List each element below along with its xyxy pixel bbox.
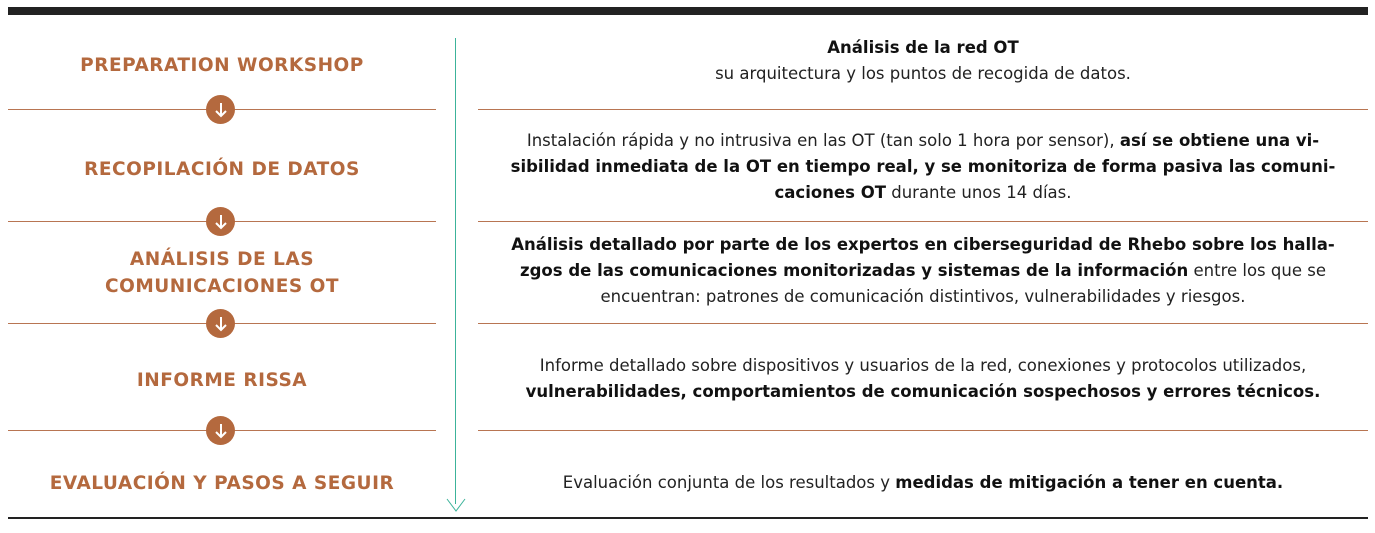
step-label-analisis: ANÁLISIS DE LAS COMUNICACIONES OT [8, 246, 436, 300]
step-desc-text: su arquitectura y los puntos de recogida… [715, 64, 1131, 83]
step-desc-preparation: Análisis de la red OT su arquitectura y … [478, 35, 1368, 87]
step-desc-bold: medidas de mitigación a tener en cuenta. [895, 473, 1284, 492]
step-desc-text: encuentran: patrones de comunicación dis… [600, 287, 1246, 306]
step-desc-bold: sibilidad inmediata de la OT en tiempo r… [510, 157, 1336, 176]
right-divider [478, 109, 1368, 110]
step-desc-bold: vulnerabilidades, comportamientos de com… [525, 382, 1321, 401]
bottom-rule [8, 517, 1368, 519]
step-desc-recopilacion: Instalación rápida y no intrusiva en las… [478, 128, 1368, 206]
step-label-recopilacion: RECOPILACIÓN DE DATOS [84, 159, 360, 180]
step-desc-text: entre los que se [1193, 261, 1326, 280]
step-desc-bold: zgos de las comunicaciones monitorizadas… [520, 261, 1189, 280]
step-desc-bold: caciones OT [774, 183, 886, 202]
arrow-down-icon [206, 309, 235, 338]
step-label-preparation: PREPARATION WORKSHOP [80, 55, 364, 76]
top-rule [8, 7, 1368, 15]
step-desc-text: Evaluación conjunta de los resultados y [562, 473, 891, 492]
timeline-line [455, 38, 456, 504]
step-label-analisis-line1: ANÁLISIS DE LAS [129, 249, 315, 270]
step-desc-bold: Análisis detallado por parte de los expe… [511, 235, 1335, 254]
step-desc-informe: Informe detallado sobre dispositivos y u… [478, 353, 1368, 405]
arrow-down-icon [206, 416, 235, 445]
right-divider [478, 430, 1368, 431]
arrow-down-icon [206, 207, 235, 236]
arrow-down-icon [206, 95, 235, 124]
step-desc-text: durante unos 14 días. [891, 183, 1072, 202]
chevron-down-icon [446, 498, 466, 512]
step-label-analisis-line2: COMUNICACIONES OT [105, 276, 339, 297]
step-desc-title: Análisis de la red OT [827, 38, 1019, 57]
right-divider [478, 221, 1368, 222]
step-desc-analisis: Análisis detallado por parte de los expe… [478, 232, 1368, 310]
step-label-informe: INFORME RISSA [136, 370, 308, 391]
step-label-evaluacion: EVALUACIÓN Y PASOS A SEGUIR [49, 473, 395, 494]
right-divider [478, 323, 1368, 324]
step-desc-text: Informe detallado sobre dispositivos y u… [539, 356, 1307, 375]
step-desc-text: Instalación rápida y no intrusiva en las… [526, 131, 1115, 150]
step-desc-bold: así se obtiene una vi- [1119, 131, 1320, 150]
step-desc-evaluacion: Evaluación conjunta de los resultados y … [478, 470, 1368, 496]
